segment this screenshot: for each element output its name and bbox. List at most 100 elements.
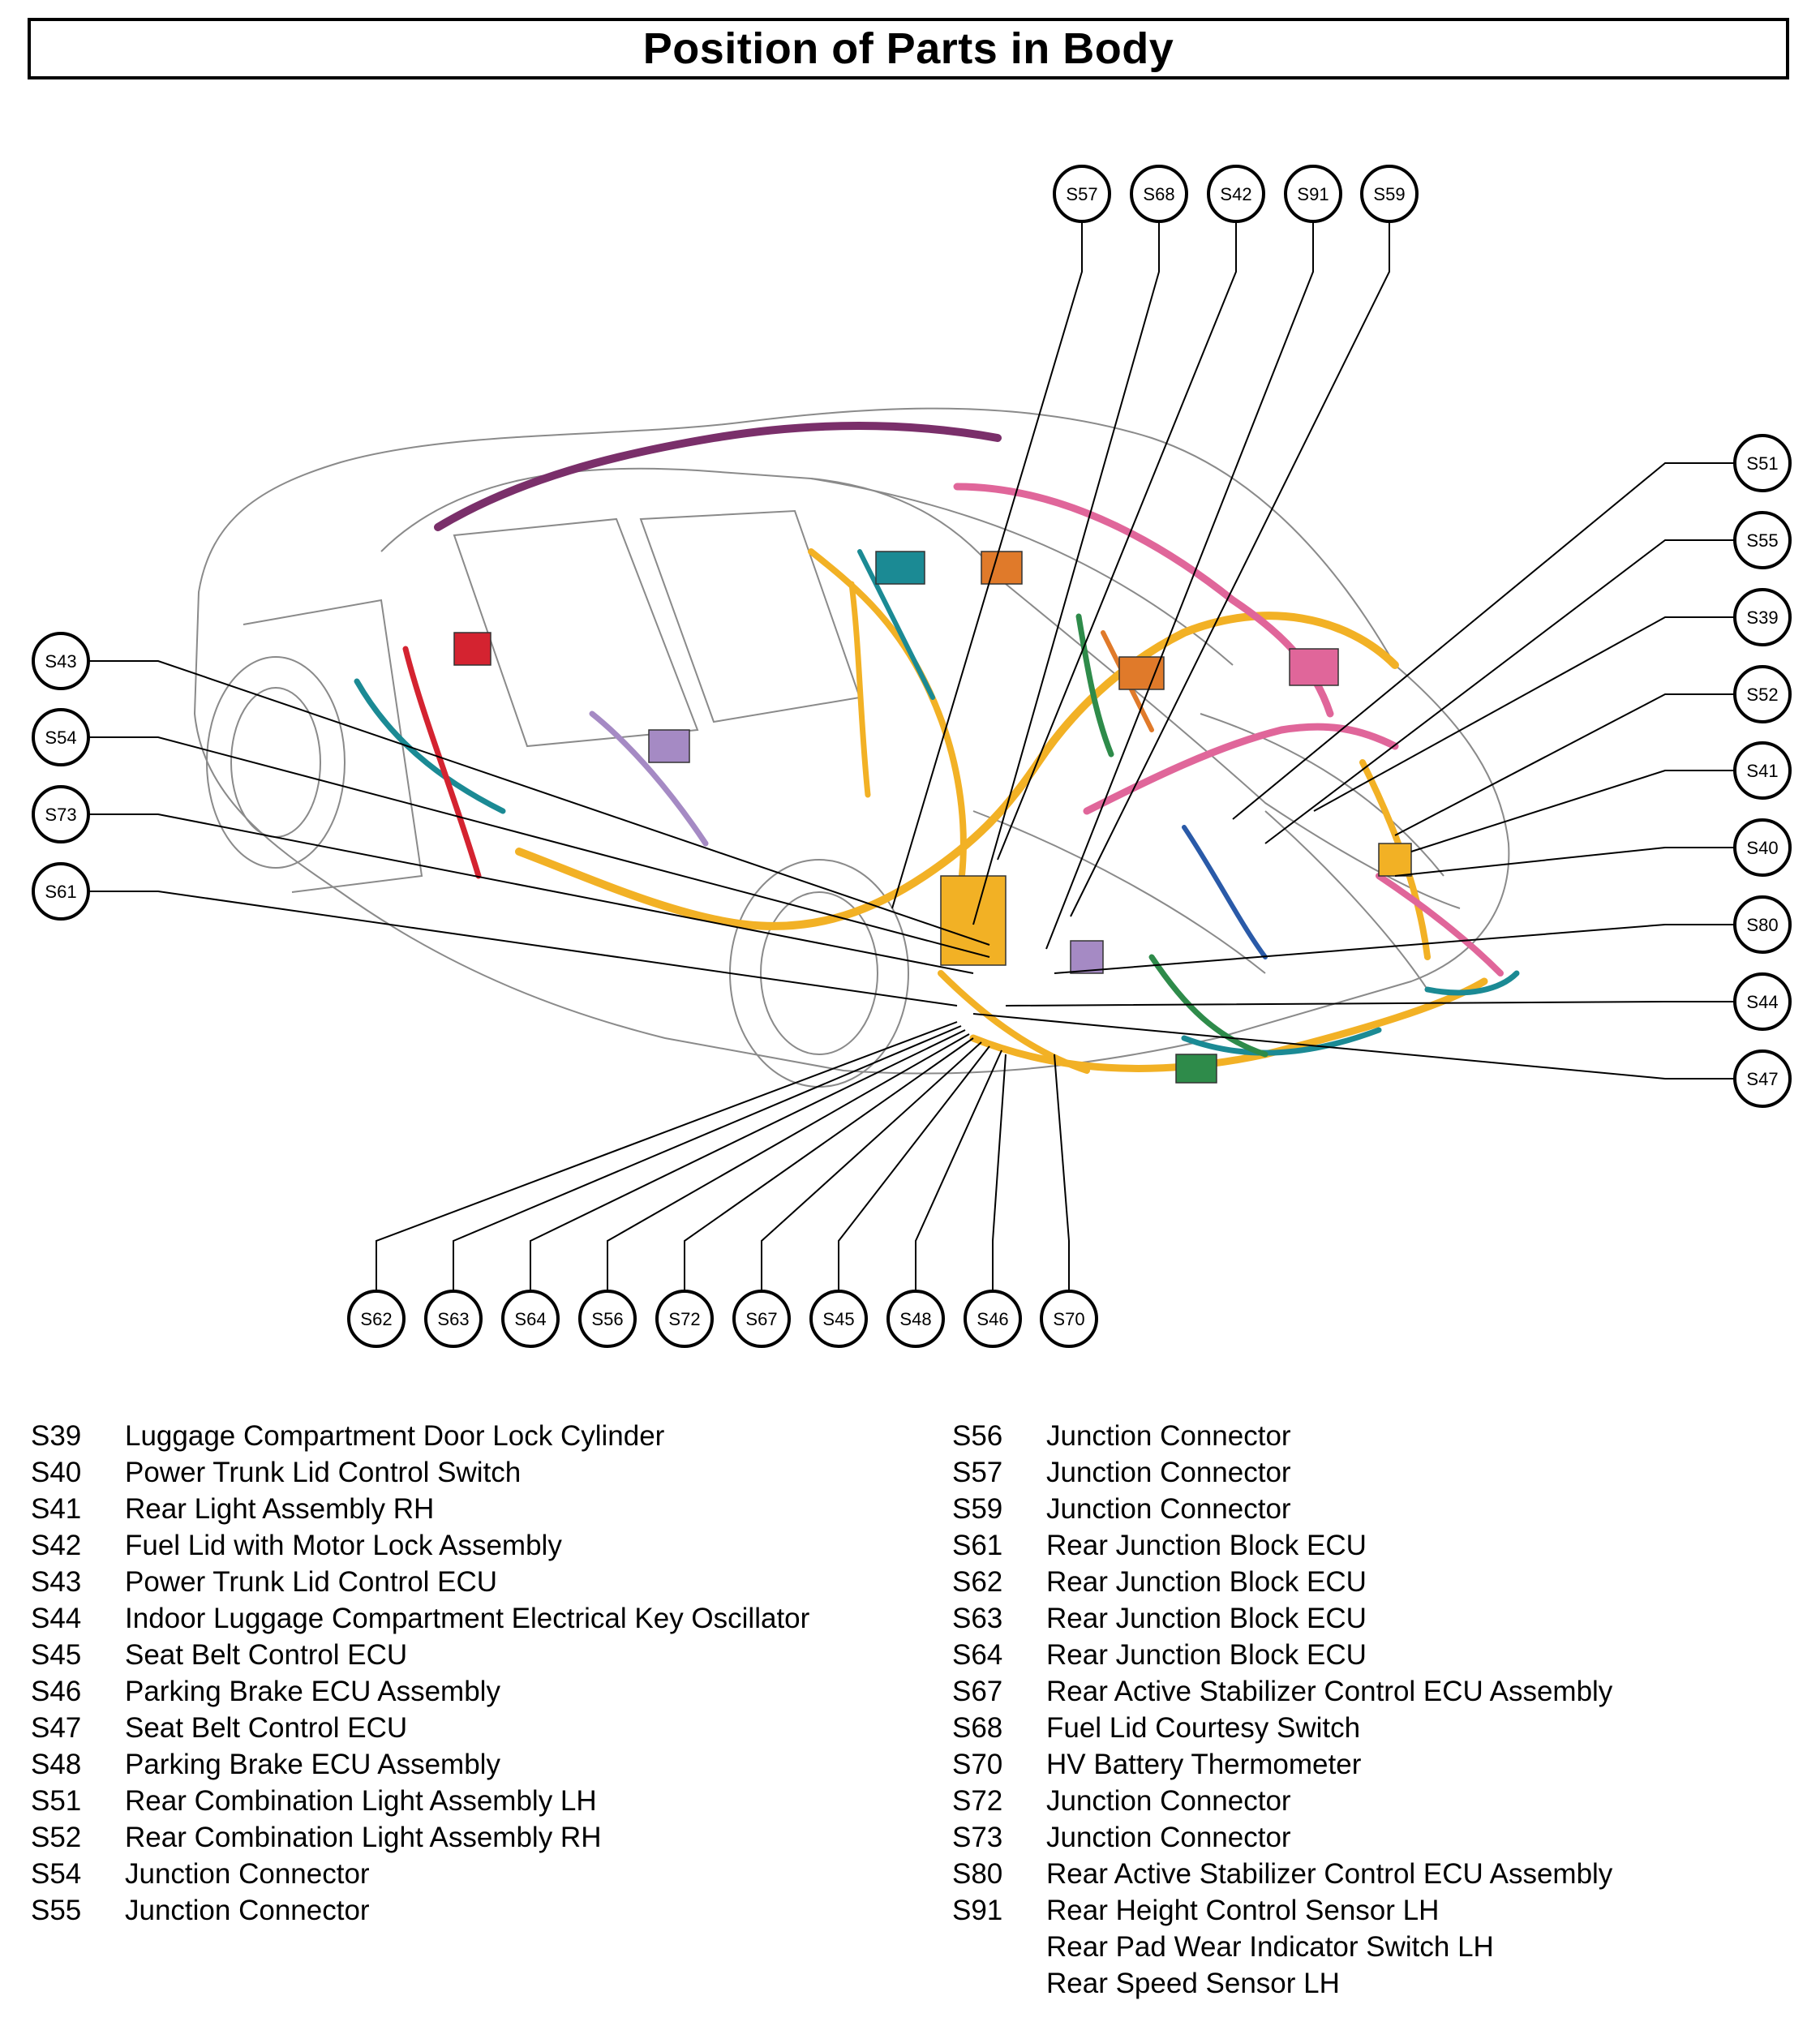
- leader-line: [761, 1041, 982, 1291]
- callout-s51: S51: [1733, 434, 1792, 492]
- legend-description: Rear Junction Block ECU: [1046, 1639, 1367, 1671]
- callout-circle: [1733, 972, 1792, 1031]
- harness-teal-rear: [1424, 970, 1520, 996]
- legend-code: S64: [952, 1639, 1003, 1671]
- legend-row: Rear Speed Sensor LH: [952, 1965, 1612, 2002]
- legend-description: Power Trunk Lid Control Switch: [125, 1457, 522, 1488]
- callout-circle: [32, 785, 90, 843]
- callout-label: S59: [1373, 184, 1405, 204]
- callout-label: S54: [45, 728, 76, 748]
- junction-block-rear: [940, 875, 1007, 966]
- callout-label: S52: [1746, 685, 1778, 705]
- callout-circle: [578, 1290, 637, 1348]
- callout-label: S55: [1746, 530, 1778, 551]
- legend-code: S72: [952, 1785, 1003, 1817]
- connector-blue: [1070, 940, 1104, 974]
- callout-label: S44: [1746, 992, 1778, 1012]
- callout-s55: S55: [1733, 511, 1792, 569]
- page-title: Position of Parts in Body: [642, 24, 1174, 73]
- leader-line: [891, 221, 1083, 909]
- connector-lavender: [648, 729, 690, 763]
- legend-code: S67: [952, 1676, 1003, 1707]
- leader-line: [530, 1029, 966, 1291]
- legend-description: Rear Combination Light Assembly LH: [125, 1785, 597, 1817]
- callout-s44: S44: [1733, 972, 1792, 1031]
- legend-code: S48: [31, 1749, 82, 1780]
- harness-teal-door: [354, 678, 506, 814]
- callout-s46: S46: [964, 1290, 1022, 1348]
- leader-line: [1070, 221, 1390, 917]
- leader-line: [1054, 924, 1735, 974]
- callout-circle: [32, 862, 90, 921]
- legend-code: S63: [952, 1603, 1003, 1634]
- callout-label: S67: [745, 1309, 777, 1329]
- callout-s42: S42: [1207, 165, 1265, 223]
- legend-description: Fuel Lid Courtesy Switch: [1046, 1712, 1361, 1744]
- callout-circle: [1733, 1049, 1792, 1108]
- connector-red: [453, 632, 491, 666]
- callout-label: S46: [977, 1309, 1008, 1329]
- legend-row: S44 Indoor Luggage Compartment Electrical…: [31, 1600, 809, 1637]
- leader-line: [607, 1033, 970, 1291]
- legend-code: S41: [31, 1493, 82, 1525]
- legend-description: Rear Pad Wear Indicator Switch LH: [1046, 1931, 1494, 1963]
- callout-label: S45: [822, 1309, 854, 1329]
- legend-row: S40 Power Trunk Lid Control Switch: [31, 1454, 809, 1491]
- callout-label: S42: [1220, 184, 1251, 204]
- leader-line: [88, 736, 990, 958]
- callout-circle: [1207, 165, 1265, 223]
- legend-code: S59: [952, 1493, 1003, 1525]
- legend-description: Junction Connector: [1046, 1493, 1291, 1525]
- harness-green-floor: [1148, 954, 1268, 1058]
- legend-code: S55: [31, 1895, 82, 1926]
- legend-description: Luggage Compartment Door Lock Cylinder: [125, 1420, 665, 1452]
- legend-code: S57: [952, 1457, 1003, 1488]
- connector-orange-2: [1118, 656, 1165, 690]
- callout-s39: S39: [1733, 588, 1792, 646]
- legend-description: Fuel Lid with Motor Lock Assembly: [125, 1530, 562, 1561]
- legend-code: S44: [31, 1603, 82, 1634]
- leader-line: [972, 1013, 1735, 1080]
- legend-description: Seat Belt Control ECU: [125, 1639, 408, 1671]
- callout-label: S41: [1746, 761, 1778, 781]
- harness-teal-pillar: [857, 549, 935, 700]
- harness-purple-roof: [434, 422, 1002, 531]
- legend-description: Rear Active Stabilizer Control ECU Assem…: [1046, 1858, 1613, 1890]
- legend-code: S91: [952, 1895, 1003, 1926]
- harness-pink-trunk: [1376, 873, 1504, 977]
- callout-circle: [1360, 165, 1419, 223]
- callout-label: S43: [45, 651, 76, 672]
- legend-code: S46: [31, 1676, 82, 1707]
- leader-line: [1410, 770, 1735, 852]
- callout-s70: S70: [1040, 1290, 1098, 1348]
- callout-label: S80: [1746, 915, 1778, 935]
- legend-description: Rear Light Assembly RH: [125, 1493, 435, 1525]
- callout-circle: [732, 1290, 791, 1348]
- leader-line: [88, 813, 974, 974]
- legend-code: S40: [31, 1457, 82, 1488]
- legend-code: S43: [31, 1566, 82, 1598]
- callout-label: S91: [1297, 184, 1329, 204]
- leader-line: [1394, 847, 1735, 877]
- legend-description: Indoor Luggage Compartment Electrical Ke…: [125, 1603, 810, 1634]
- callout-s80: S80: [1733, 895, 1792, 954]
- legend-code: [952, 1965, 1046, 2002]
- leader-line: [992, 1054, 1007, 1291]
- callout-s68: S68: [1130, 165, 1188, 223]
- legend-code: S45: [31, 1639, 82, 1671]
- callout-circle: [501, 1290, 560, 1348]
- legend-description: Parking Brake ECU Assembly: [125, 1676, 500, 1707]
- leader-line: [1005, 1001, 1735, 1007]
- connector-teal: [875, 551, 925, 585]
- legend-description: Rear Junction Block ECU: [1046, 1566, 1367, 1598]
- callout-circle: [655, 1290, 714, 1348]
- legend-code: S47: [31, 1712, 82, 1744]
